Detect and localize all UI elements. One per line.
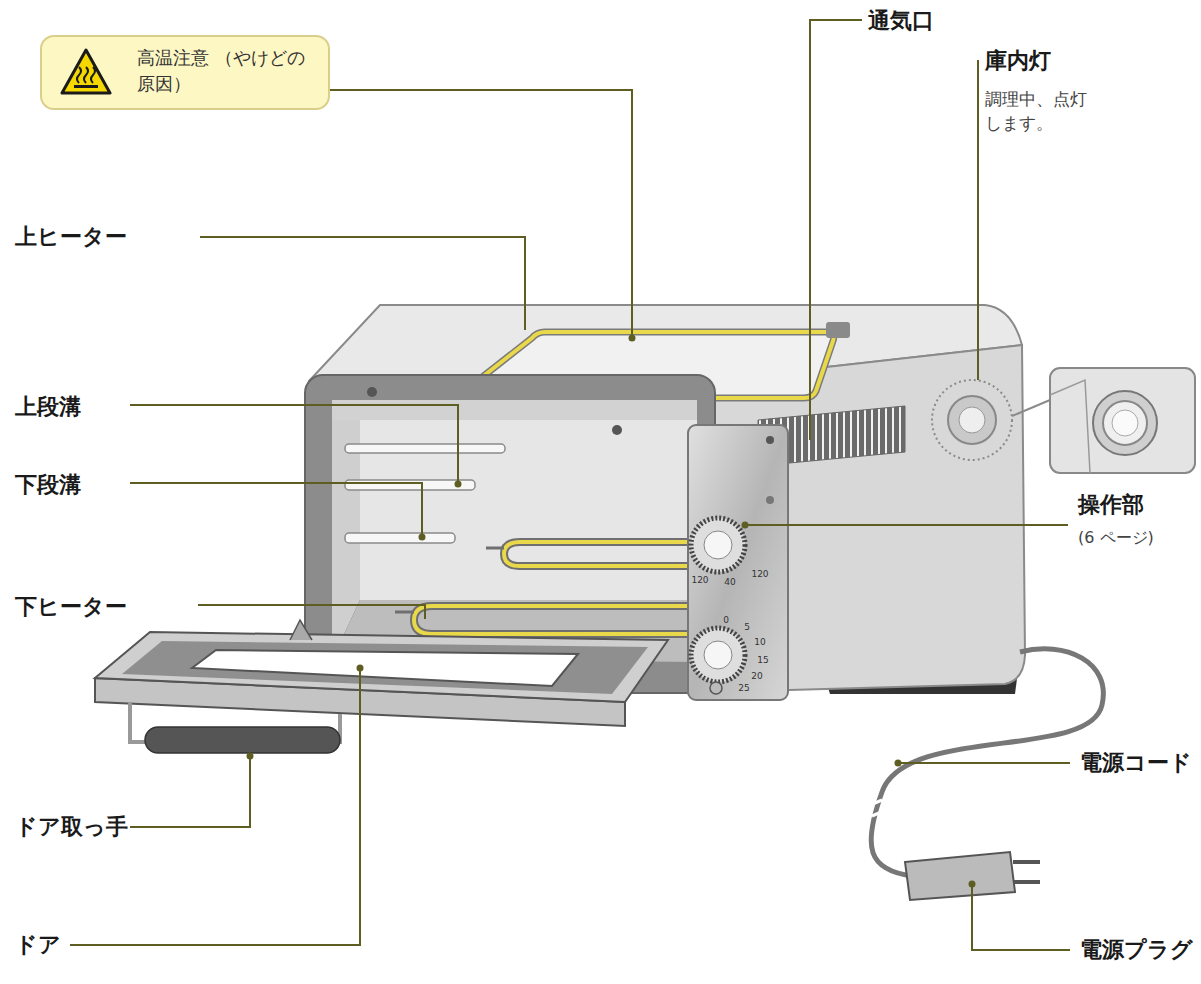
lower-heater-outline xyxy=(504,542,692,566)
heat-wave xyxy=(77,67,81,83)
power-cord xyxy=(871,649,1103,876)
panel-mark xyxy=(766,496,774,504)
door-window xyxy=(192,650,578,686)
light-zoom-lens xyxy=(1103,401,1147,445)
door-frame xyxy=(122,641,648,694)
light-highlight xyxy=(932,380,1012,460)
leader-dot xyxy=(247,753,254,760)
door-hinge xyxy=(290,620,312,640)
heater-wire xyxy=(486,547,504,550)
light-lens xyxy=(959,407,985,433)
leader-line xyxy=(198,605,425,619)
leader-dot xyxy=(969,881,976,888)
power-lamp xyxy=(710,682,722,694)
heater-terminal xyxy=(826,322,850,338)
door xyxy=(95,632,668,702)
part-label: 下段溝 xyxy=(15,470,81,501)
heat-wave xyxy=(91,67,95,83)
leader-line xyxy=(745,524,1068,526)
dial-number: 5 xyxy=(744,621,750,634)
leader-line xyxy=(70,668,360,945)
leader-dot xyxy=(455,481,462,488)
zoom-line xyxy=(1012,400,1050,416)
leader-dot xyxy=(742,522,749,529)
part-label: ドア取っ手 xyxy=(15,812,128,843)
leader-line xyxy=(810,20,862,440)
dial-cap xyxy=(704,641,732,669)
dial-number: 40 xyxy=(724,576,735,589)
part-label: 電源コード xyxy=(1080,748,1192,779)
heat-wave xyxy=(84,67,88,83)
leader-lines xyxy=(70,20,1070,950)
lower-heater xyxy=(504,542,692,566)
part-label: 庫内灯 xyxy=(985,46,1051,77)
part-label: 通気口 xyxy=(868,6,934,37)
cord-break xyxy=(868,800,886,816)
screw xyxy=(612,425,622,435)
leader-line xyxy=(898,762,1070,764)
dial-number: 20 xyxy=(751,670,762,683)
control-panel xyxy=(688,425,788,700)
leader-line xyxy=(200,237,525,330)
dial-number: 0 xyxy=(723,614,729,627)
warning-triangle xyxy=(62,50,110,93)
dial-number: 120 xyxy=(751,568,768,581)
leader-line xyxy=(977,60,979,380)
leader-line xyxy=(130,405,458,484)
leader-line xyxy=(330,90,632,338)
leader-line xyxy=(130,483,422,537)
warning-box: 高温注意 （やけどの原因） xyxy=(40,35,330,110)
power-plug xyxy=(905,852,1015,900)
dial-number: 120 xyxy=(691,574,708,587)
part-label: 操作部 xyxy=(1078,490,1144,521)
leader-dot xyxy=(629,335,636,342)
warning-text: 高温注意 （やけどの原因） xyxy=(137,45,322,97)
inner-light xyxy=(948,396,996,444)
dial-number: 15 xyxy=(757,654,768,667)
lower-heater xyxy=(414,606,690,634)
oven-ceiling-bar xyxy=(332,400,697,420)
leader-line xyxy=(972,884,1070,950)
light-zoom xyxy=(1093,391,1157,455)
part-label: 調理中、点灯 します。 xyxy=(985,88,1097,136)
dial-number: 10 xyxy=(754,636,765,649)
leader-line xyxy=(130,756,250,827)
heat-warning-icon xyxy=(60,47,112,97)
part-label: 上ヒーター xyxy=(15,222,127,253)
zoom-edge xyxy=(1050,380,1090,473)
temperature-dial xyxy=(691,518,745,572)
timer-dial xyxy=(691,628,745,682)
lower-heater-outline xyxy=(414,606,690,634)
door-handle xyxy=(145,727,340,753)
leader-dots xyxy=(247,335,976,888)
oven-cavity xyxy=(332,400,697,662)
plug-prong xyxy=(1013,862,1040,882)
part-label: ドア xyxy=(15,930,61,961)
leader-dot xyxy=(895,760,902,767)
panel-mark xyxy=(766,436,774,444)
dial-number: 25 xyxy=(738,682,749,695)
part-label: 下ヒーター xyxy=(15,592,127,623)
groove-rail xyxy=(345,444,505,453)
screw xyxy=(367,387,377,397)
light-zoom-core xyxy=(1112,410,1138,436)
part-label: 上段溝 xyxy=(15,392,81,423)
dial-cap xyxy=(704,531,732,559)
leader-dot xyxy=(419,534,426,541)
part-label: 電源プラグ xyxy=(1080,935,1193,966)
part-label: (6 ページ) xyxy=(1078,527,1154,549)
zoom-inset xyxy=(1050,368,1195,473)
leader-dot xyxy=(357,665,364,672)
heat-base xyxy=(74,85,98,88)
heater-wire xyxy=(395,611,414,614)
lower-groove xyxy=(345,533,455,543)
upper-groove xyxy=(345,480,475,490)
